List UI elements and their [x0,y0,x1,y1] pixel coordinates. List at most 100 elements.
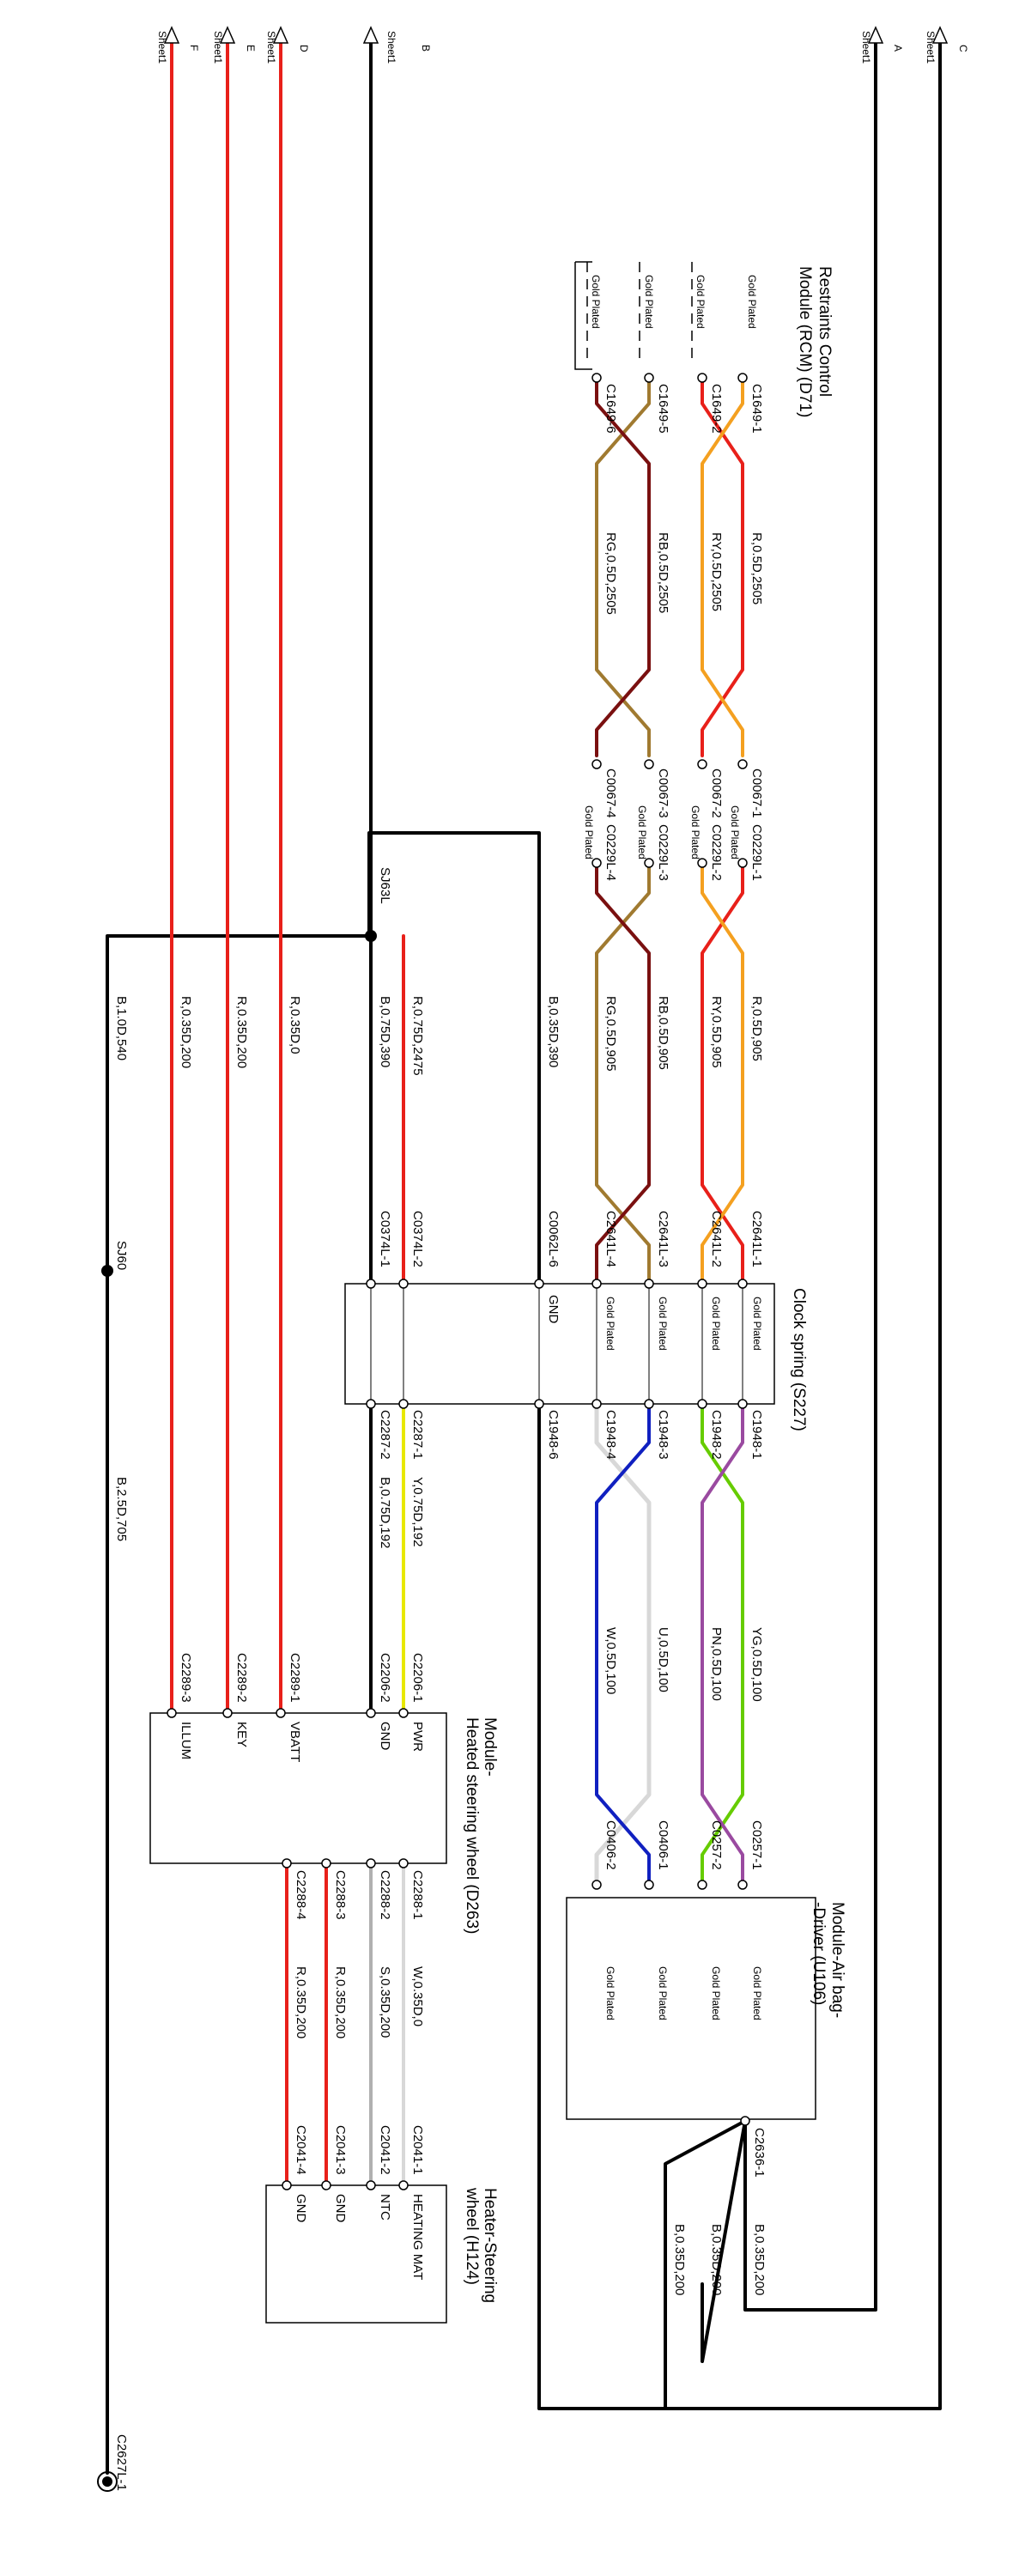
airbag-title-2: -Driver (U106) [810,1902,828,2005]
sheet-arrow-b[interactable] [362,26,379,44]
terminal[interactable] [398,1279,409,1289]
terminal[interactable] [644,373,654,383]
sheet-arrow-f[interactable] [163,26,180,44]
terminal[interactable] [591,1880,602,1890]
sheet-label-b: Sheet1 [385,31,397,64]
heater-title-2: wheel (H124) [463,2187,481,2285]
sheet-label-e: Sheet1 [212,31,224,64]
heater-box[interactable] [265,2184,447,2324]
wire-label: YG,0.5D,100 [749,1627,764,1702]
wire-airbag-gnd-1 [701,2119,747,2363]
conn-c1948-2: C1948-2 [709,1410,724,1460]
wire-pair6-white [594,1401,652,1883]
terminal[interactable] [398,1708,409,1718]
gold-plated-rcm-2: Gold Plated [695,275,707,329]
wire-pair2-darkred [595,376,651,757]
terminal[interactable] [644,1279,654,1289]
sheet-letter-a: A [892,45,904,52]
terminal[interactable] [644,1399,654,1409]
airbag-module-box[interactable] [566,1897,816,2120]
terminal[interactable] [282,1858,292,1868]
terminal[interactable] [366,1279,376,1289]
terminal[interactable] [282,2180,292,2190]
gold-plated-cs-in-4: Gold Plated [604,1297,616,1351]
terminal[interactable] [366,1708,376,1718]
terminal[interactable] [697,858,707,868]
sheet-label-d: Sheet1 [265,31,277,64]
conn-c2641-3: C2641L-3 [656,1211,670,1267]
terminal[interactable] [591,373,602,383]
sheet-arrow-e[interactable] [219,26,236,44]
terminal[interactable] [321,2180,331,2190]
terminal[interactable] [737,759,748,769]
terminal[interactable] [697,1279,707,1289]
wire-pair5-green [701,1402,744,1882]
wire-pair4-brown [595,866,651,1285]
heater-pin-ntc: NTC [378,2194,392,2221]
terminal[interactable] [398,1858,409,1868]
wire-clockspring-gnd-in [367,831,541,1285]
terminal[interactable] [398,2180,409,2190]
conn-c2288-2: C2288-2 [378,1870,392,1920]
ground-eyelet-icon[interactable] [97,2471,118,2492]
conn-c1948-1: C1948-1 [749,1410,764,1460]
terminal[interactable] [644,1880,654,1890]
wire-label: B,0.35D,390 [546,996,561,1067]
terminal[interactable] [697,759,707,769]
wire-pair3-red [701,866,744,1285]
terminal[interactable] [366,1399,376,1409]
terminal[interactable] [321,1858,331,1868]
gold-plated-airbag-1: Gold Plated [751,1966,763,2020]
terminal[interactable] [740,2116,750,2126]
sheet-label-a: Sheet1 [860,31,872,64]
hsw-pin-vbatt: VBATT [288,1722,302,1762]
terminal[interactable] [591,1399,602,1409]
splice-sj63[interactable] [365,930,377,942]
gold-plated-cs-in-3: Gold Plated [657,1297,669,1351]
wire-label: B,0.35D,200 [752,2224,767,2295]
splice-sj63-label: SJ63L [378,867,392,904]
conn-c0062-6: C0062L-6 [546,1211,561,1267]
sheet-arrow-c[interactable] [931,26,949,44]
wire-label: RB,0.5D,2505 [656,532,670,613]
hsw-title-2: Heated steering wheel (D263) [463,1717,481,1934]
hsw-module-box[interactable] [149,1712,447,1864]
gold-plated-c0067-4: Gold Plated [583,805,595,860]
terminal[interactable] [167,1708,177,1718]
conn-c2288-3: C2288-3 [333,1870,348,1920]
splice-sj60[interactable] [101,1265,113,1277]
terminal[interactable] [398,1399,409,1409]
conn-c0374-1: C0374L-1 [378,1211,392,1267]
terminal[interactable] [366,1858,376,1868]
sheet-arrow-d[interactable] [272,26,289,44]
terminal[interactable] [644,858,654,868]
terminal[interactable] [534,1399,544,1409]
terminal[interactable] [222,1708,233,1718]
heater-title-1: Heater-Steering [481,2188,499,2303]
gold-plated-airbag-3: Gold Plated [657,1966,669,2020]
terminal[interactable] [697,1399,707,1409]
terminal[interactable] [737,373,748,383]
terminal[interactable] [276,1708,286,1718]
terminal[interactable] [591,858,602,868]
wire-label: R,0.35D,0 [288,996,302,1054]
terminal[interactable] [591,759,602,769]
conn-c2288-4: C2288-4 [294,1870,308,1920]
terminal[interactable] [737,1279,748,1289]
wire-label: U,0.5D,100 [656,1627,670,1692]
terminal[interactable] [697,1880,707,1890]
terminal[interactable] [366,2180,376,2190]
clockspring-box[interactable] [344,1283,775,1405]
sheet-arrow-a[interactable] [867,26,884,44]
wire-label: R,0.75D,2475 [410,996,425,1076]
terminal[interactable] [737,1399,748,1409]
terminal[interactable] [697,373,707,383]
terminal[interactable] [737,1880,748,1890]
terminal[interactable] [644,759,654,769]
terminal[interactable] [737,858,748,868]
conn-c0229-1: C0229L-1 [749,824,764,881]
wire-label: RG,0.5D,2505 [604,532,618,615]
terminal[interactable] [591,1279,602,1289]
terminal[interactable] [534,1279,544,1289]
wire-label: RY,0.5D,905 [709,996,724,1068]
